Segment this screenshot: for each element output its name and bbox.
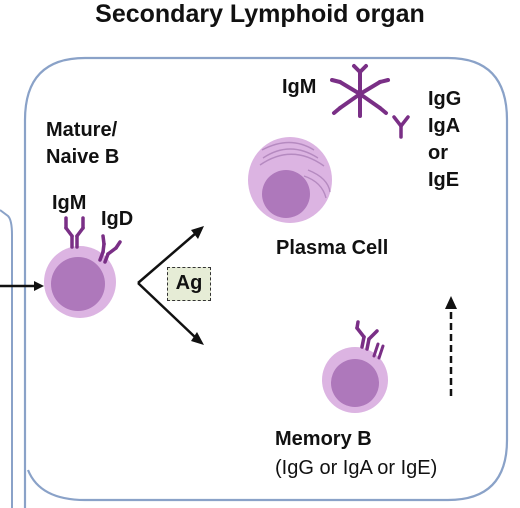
- mature-naive-line1: Mature/: [46, 119, 118, 141]
- memory-b-label: Memory B: [275, 428, 372, 450]
- memory-receptor-tail: [372, 342, 385, 360]
- igg-antibody-icon: [392, 115, 410, 139]
- adjacent-compartment-outline: [0, 209, 13, 508]
- dashed-arrow: [445, 296, 457, 396]
- igm-receptor-naive: [64, 216, 85, 249]
- igd-receptor-naive: [98, 234, 122, 264]
- memory-isotypes-label: (IgG or IgA or IgE): [275, 457, 438, 479]
- plasma-cell: [248, 137, 332, 223]
- igm-secreted-label: IgM: [282, 76, 317, 98]
- diagram-title: Secondary Lymphoid organ: [95, 0, 425, 28]
- naive-b-cell: [44, 246, 116, 318]
- igd-naive-label: IgD: [101, 208, 134, 230]
- antigen-box: Ag: [167, 267, 211, 301]
- or-label: or: [428, 142, 448, 164]
- mature-naive-line2: Naive B: [46, 146, 120, 168]
- memory-b-cell: [322, 347, 388, 413]
- activation-arrows: [137, 232, 197, 339]
- isotype-list: IgG IgA or IgE: [428, 86, 461, 194]
- igm-pentamer-icon: [330, 64, 390, 118]
- memory-receptor-icon: [355, 320, 379, 351]
- plasma-cell-label: Plasma Cell: [276, 237, 389, 259]
- mature-naive-label: Mature/ Naive B: [46, 117, 119, 171]
- arrowhead-to-memory: [191, 332, 204, 345]
- igg-label: IgG: [428, 88, 462, 110]
- arrowhead-to-plasma: [191, 226, 204, 239]
- incoming-arrow: [0, 281, 44, 291]
- organ-outline: [23, 56, 509, 508]
- ige-label: IgE: [428, 169, 460, 191]
- igm-naive-label: IgM: [52, 192, 87, 214]
- iga-label: IgA: [428, 115, 461, 137]
